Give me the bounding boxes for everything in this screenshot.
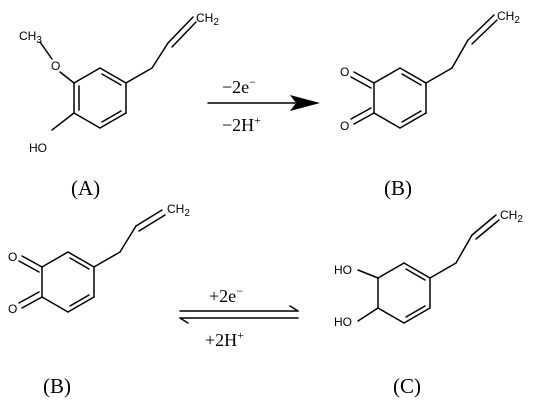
reaction-arrow-1 [207, 95, 320, 111]
hydroxy-c-2: HO [334, 315, 352, 329]
carbonyl-oxygen-b-top-1: O [340, 65, 349, 79]
carbonyl-oxygen-b-top-2: O [340, 119, 349, 133]
compound-label-a: (A) [71, 176, 100, 200]
ch2-terminal-b-top: CH2 [497, 9, 520, 26]
carbonyl-oxygen-b-bottom-1: O [8, 250, 17, 264]
compound-label-b-top: (B) [384, 176, 412, 200]
compound-label-b-bottom: (B) [43, 374, 71, 398]
reagent-electrons-1: −2e− [222, 75, 256, 97]
ch2-terminal-b-bottom: CH2 [167, 202, 190, 219]
carbonyl-oxygen-b-bottom-2: O [8, 302, 17, 316]
equilibrium-arrows [179, 305, 299, 324]
compound-label-c: (C) [393, 374, 421, 398]
ch2-terminal-a: CH2 [196, 11, 219, 28]
hydroxy-c-1: HO [334, 263, 352, 277]
reagent-protons-2: +2H+ [205, 328, 244, 350]
compound-b-structure-bottom [18, 209, 166, 313]
ch3-methoxy-a: CH3 [19, 29, 42, 46]
compound-b-structure-top [350, 14, 498, 129]
compound-a-structure [39, 16, 197, 131]
ch2-terminal-c: CH2 [500, 208, 523, 225]
hydroxy-a: HO [29, 141, 47, 155]
methoxy-oxygen-a: O [51, 59, 60, 73]
compound-c-structure [357, 214, 500, 324]
reagent-electrons-2: +2e− [209, 284, 243, 306]
reagent-protons-1: −2H+ [222, 113, 261, 135]
